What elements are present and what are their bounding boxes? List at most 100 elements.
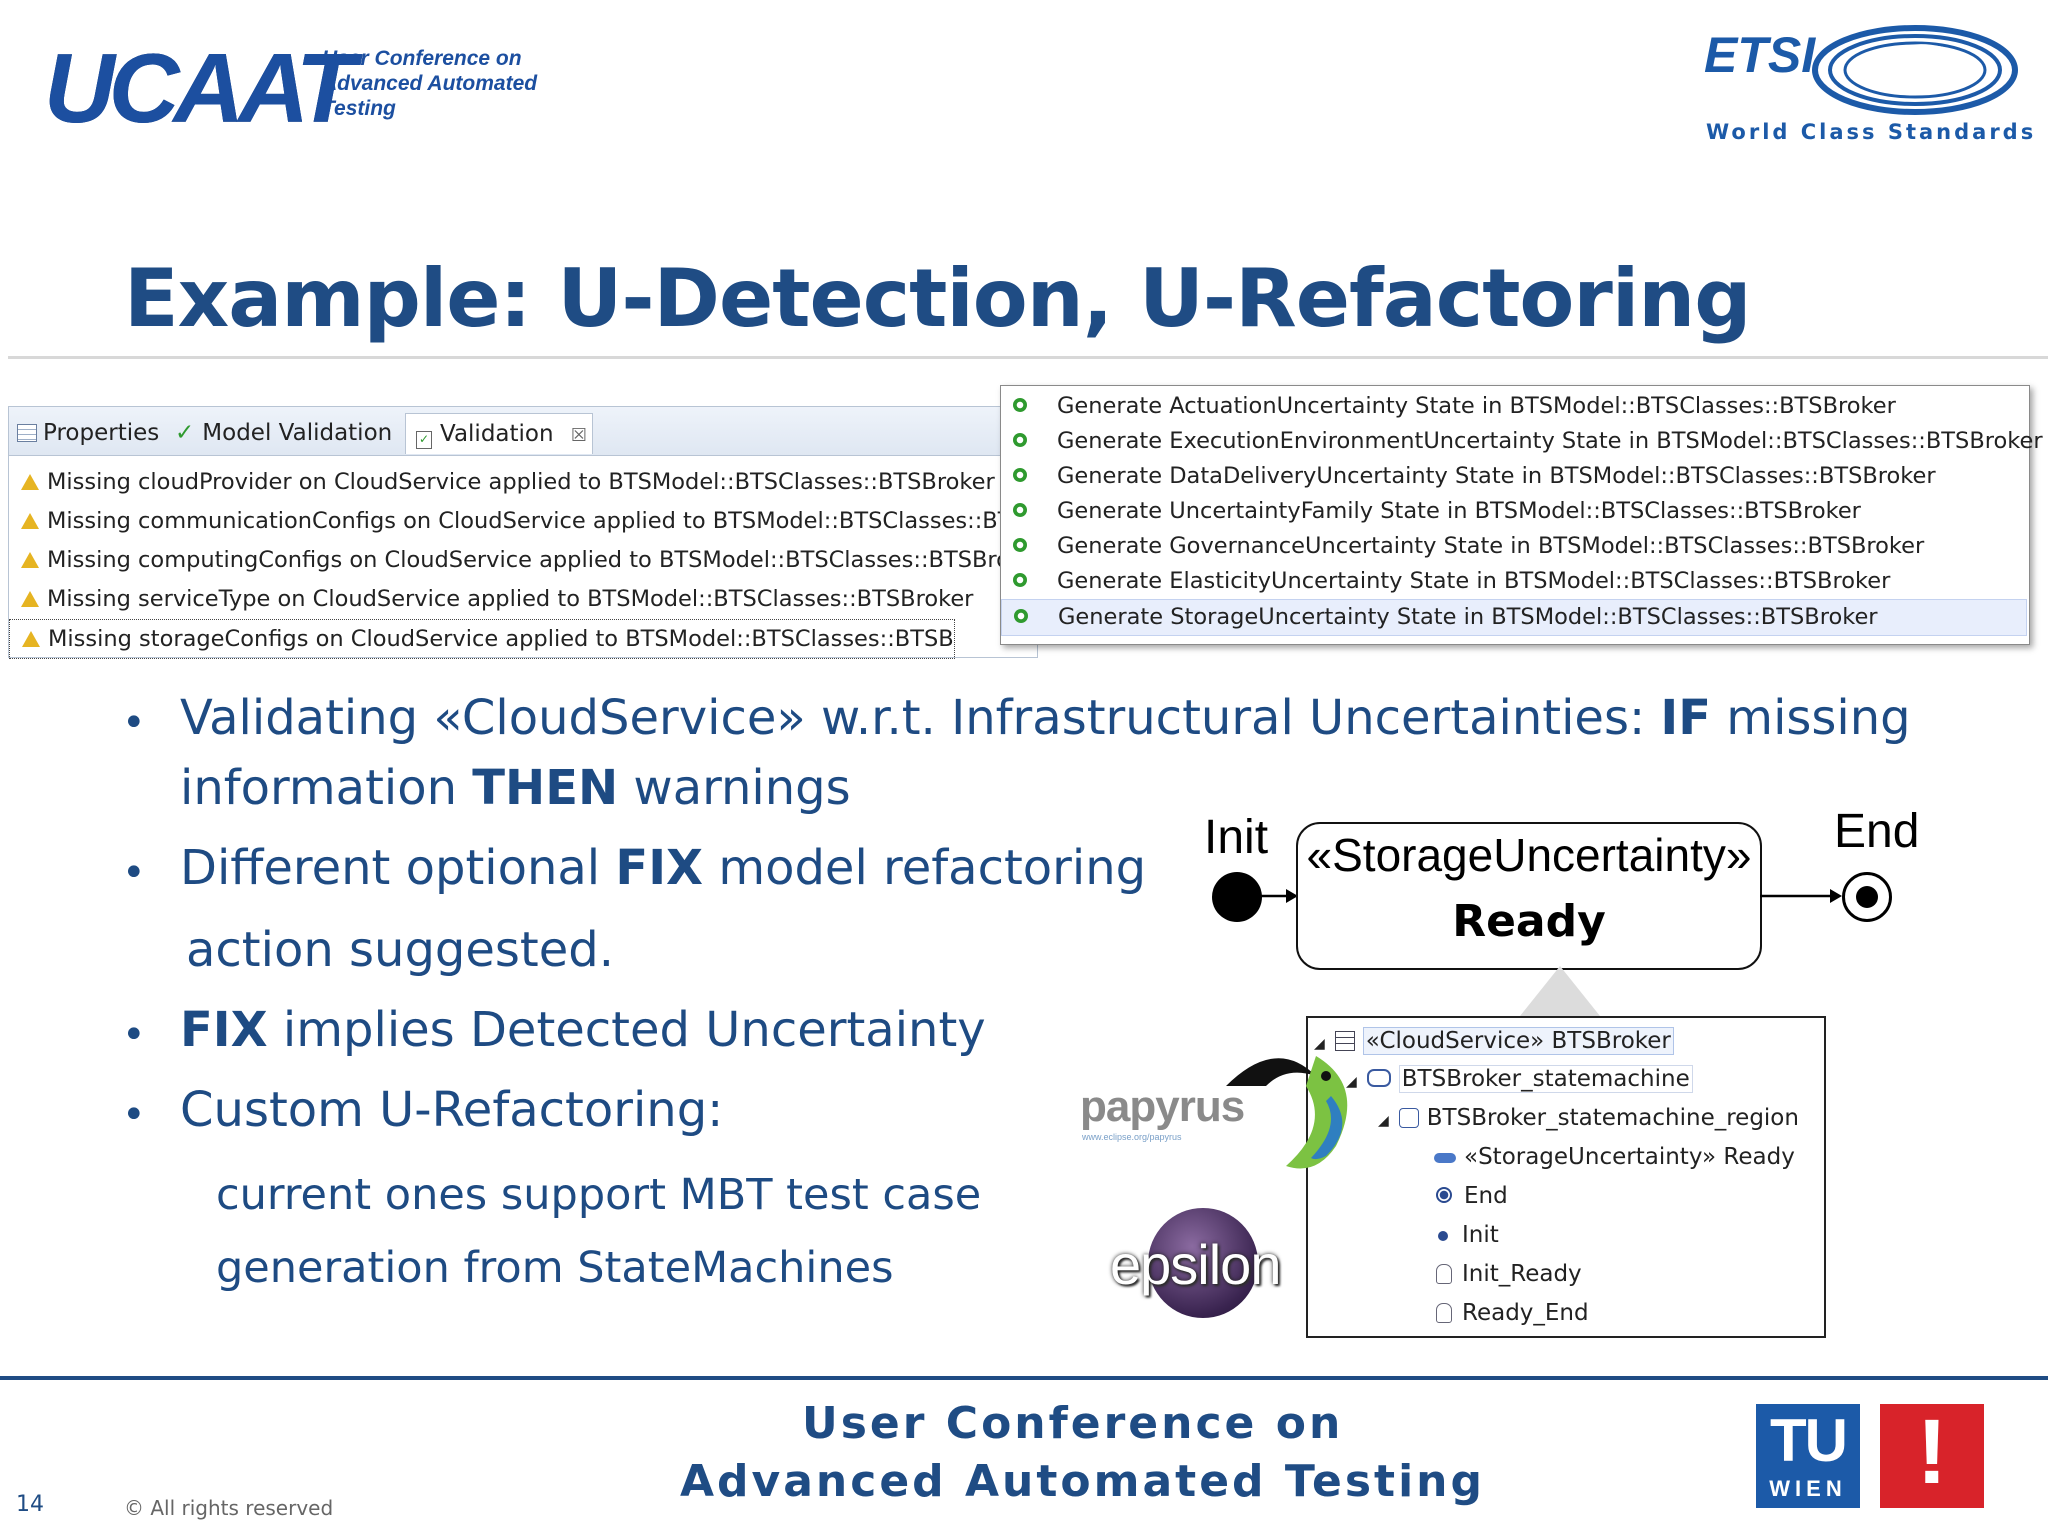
properties-icon (17, 424, 37, 442)
state-icon (1434, 1153, 1456, 1163)
warning-icon (21, 474, 39, 490)
end-label: End (1834, 805, 1920, 858)
bullet-dot: • (122, 1092, 146, 1138)
warning-icon (22, 631, 40, 647)
quickfix-popup: Generate ActuationUncertainty State in B… (1000, 385, 2043, 645)
epsilon-logo: epsilon (1108, 1204, 1288, 1324)
bullet-validating: Validating «CloudService» w.r.t. Infrast… (180, 690, 1911, 746)
validation-view: Properties ✓Model Validation ✓Validation… (8, 406, 1038, 659)
expand-triangle-icon[interactable]: ◢ (1378, 1113, 1389, 1129)
menu-item[interactable]: Generate DataDeliveryUncertainty State i… (1001, 459, 2029, 494)
statemachine-icon (1366, 1069, 1391, 1087)
state-ready: «StorageUncertainty» Ready (1296, 822, 1762, 970)
checkmark-icon: ✓ (175, 420, 195, 446)
warning-icon (21, 552, 39, 568)
menu-item[interactable]: Generate ActuationUncertainty State in B… (1001, 389, 2029, 424)
papyrus-text: papyrus (1080, 1082, 1245, 1131)
expand-triangle-icon[interactable]: ◢ (1314, 1036, 1325, 1052)
etsi-tagline: World Class Standards (1706, 120, 2037, 144)
bullet-custom-sub2: generation from StateMachines (216, 1243, 894, 1293)
class-icon (1334, 1031, 1355, 1051)
etsi-logo-text: ETSI (1704, 27, 1816, 83)
tree-node[interactable]: Init_Ready (1434, 1255, 1582, 1293)
bullet-fix: FIX implies Detected Uncertainty (180, 1002, 986, 1058)
tab-validation[interactable]: ✓Validation ☒ (405, 413, 593, 454)
footer-line2: Advanced Automated Testing (680, 1456, 1485, 1507)
validation-icon: ✓ (416, 431, 432, 449)
tab-properties[interactable]: Properties (13, 413, 163, 453)
model-tree: ◢«CloudService» BTSBroker ◢BTSBroker_sta… (1306, 1016, 1826, 1338)
list-item[interactable]: Missing communicationConfigs on CloudSer… (9, 502, 1009, 540)
tree-node[interactable]: Init (1434, 1216, 1499, 1254)
warning-icon (21, 591, 39, 607)
footer-line1: User Conference on (802, 1398, 1344, 1449)
initial-node (1212, 872, 1262, 922)
init-arrow-icon (1260, 889, 1298, 903)
tab-model-validation[interactable]: ✓Model Validation (175, 420, 393, 446)
bullet-different-line2: action suggested. (186, 922, 614, 978)
callout-pointer-icon (1520, 966, 1600, 1016)
region-icon (1398, 1108, 1419, 1128)
epsilon-globe-icon (1148, 1208, 1258, 1318)
quickfix-icon (1014, 609, 1028, 623)
papyrus-url: www.eclipse.org/papyrus (1082, 1132, 1182, 1142)
menu-item-selected[interactable]: Generate StorageUncertainty State in BTS… (1001, 599, 2027, 636)
state-stereotype: «StorageUncertainty» (1306, 829, 1752, 881)
initial-state-icon (1438, 1231, 1448, 1241)
ucaat-sub-line1: User Conference on (322, 47, 522, 70)
tree-node[interactable]: ◢BTSBroker_statemachine (1346, 1060, 1693, 1098)
bullet-custom: Custom U-Refactoring: (180, 1082, 724, 1138)
exclamation-logo: ! (1880, 1401, 1984, 1508)
warning-icon (21, 513, 39, 529)
list-item-selected[interactable]: Missing storageConfigs on CloudService a… (9, 619, 955, 659)
wien-text: WIEN (1769, 1476, 1847, 1501)
quickfix-icon (1013, 468, 1027, 482)
quickfix-icon (1013, 503, 1027, 517)
footer-divider (0, 1376, 2048, 1380)
end-arrow-icon (1760, 889, 1842, 903)
tree-node[interactable]: ◢BTSBroker_statemachine_region (1378, 1105, 1799, 1131)
ucaat-logo-text: UCAAT (44, 33, 356, 143)
papyrus-logo: papyrus www.eclipse.org/papyrus (1076, 1046, 1348, 1176)
state-name: Ready (1452, 896, 1606, 947)
tree-node[interactable]: End (1434, 1177, 1508, 1215)
quickfix-icon (1013, 538, 1027, 552)
page-number: 14 (16, 1492, 44, 1517)
title-divider (8, 356, 2048, 359)
init-label: Init (1204, 811, 1269, 864)
etsi-swoosh-icon (1812, 25, 2018, 115)
ucaat-logo: UCAAT User Conference on Advanced Automa… (30, 30, 590, 140)
menu-item[interactable]: Generate ElasticityUncertainty State in … (1001, 564, 2029, 599)
etsi-logo: ETSI World Class Standards (1700, 18, 2033, 153)
tree-node[interactable]: «StorageUncertainty» Ready (1434, 1138, 1795, 1176)
exclamation-icon: ! (1916, 1401, 1948, 1503)
tree-node[interactable]: ◢«CloudService» BTSBroker (1314, 1022, 1674, 1060)
menu-item[interactable]: Generate GovernanceUncertainty State in … (1001, 529, 2029, 564)
transition-icon (1436, 1264, 1452, 1284)
copyright: © All rights reserved (124, 1496, 334, 1520)
quickfix-icon (1013, 398, 1027, 412)
close-icon[interactable]: ☒ (570, 425, 588, 446)
view-tab-bar: Properties ✓Model Validation ✓Validation… (9, 407, 1037, 456)
final-state-icon (1436, 1187, 1452, 1203)
list-item[interactable]: Missing cloudProvider on CloudService ap… (9, 463, 1009, 501)
list-item[interactable]: Missing computingConfigs on CloudService… (9, 541, 1009, 579)
bullet-dot: • (122, 700, 146, 746)
tu-wien-logo: TU WIEN (1756, 1404, 1860, 1508)
tree-node[interactable]: Ready_End (1434, 1294, 1589, 1332)
final-node-core (1856, 886, 1878, 908)
menu-item[interactable]: Generate UncertaintyFamily State in BTSM… (1001, 494, 2029, 529)
bullet-validating-line2: information THEN warnings (180, 760, 851, 816)
tu-text: TU (1770, 1407, 1848, 1474)
list-item[interactable]: Missing serviceType on CloudService appl… (9, 580, 1009, 618)
expand-triangle-icon[interactable]: ◢ (1346, 1074, 1357, 1090)
quickfix-icon (1013, 433, 1027, 447)
ucaat-sub-line2: Advanced Automated Testing (322, 72, 538, 120)
quickfix-icon (1013, 573, 1027, 587)
bullet-dot: • (122, 850, 146, 896)
bullet-custom-sub1: current ones support MBT test case (216, 1170, 982, 1220)
page-title: Example: U-Detection, U-Refactoring (124, 252, 1751, 345)
papyrus-bird-icon (1226, 1056, 1348, 1169)
menu-item[interactable]: Generate ExecutionEnvironmentUncertainty… (1001, 424, 2043, 459)
epsilon-text: epsilon (1110, 1233, 1281, 1296)
